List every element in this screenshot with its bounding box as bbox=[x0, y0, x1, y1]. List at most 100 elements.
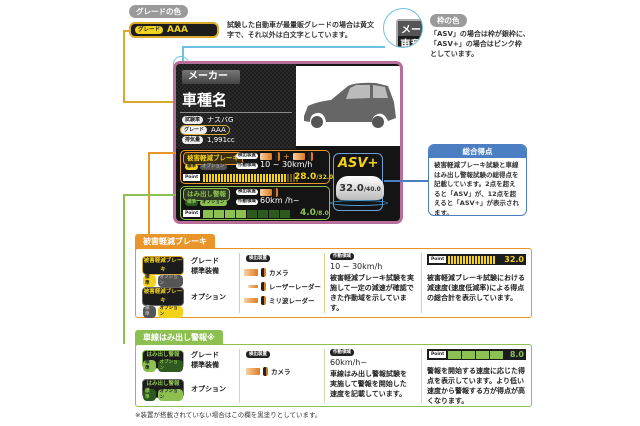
grade-label-badge: グレード bbox=[135, 26, 164, 34]
spec-row-grade: グレード AAA bbox=[180, 125, 230, 135]
plus-sign: + bbox=[283, 152, 290, 161]
score-tick bbox=[478, 255, 481, 264]
spec-label: 試験車 bbox=[182, 116, 204, 124]
lane-sample-option: はみ出し警報 標準オプション bbox=[142, 379, 184, 401]
spec-row-test-car: 試験車 ナスバG bbox=[182, 115, 233, 125]
brake-example-score: 32.0 bbox=[504, 255, 524, 264]
standard-badge: 標準 bbox=[143, 275, 156, 287]
brake-panel: 被害軽減ブレーキ 標準オプション グレード 標準装備 被害軽減ブレーキ 標準オプ… bbox=[135, 248, 532, 318]
score-tick bbox=[233, 173, 236, 182]
total-connector bbox=[384, 180, 428, 182]
spec-label: 排気量 bbox=[182, 136, 204, 144]
range-label: 作動領域 bbox=[330, 253, 354, 260]
brake-range: 10 ~ 30km/h bbox=[260, 160, 313, 169]
brake-summary bbox=[180, 150, 330, 184]
grade-connector bbox=[123, 30, 130, 32]
score-tick bbox=[466, 255, 469, 264]
device-name: ミリ波レーダー bbox=[269, 297, 315, 305]
sample-name: はみ出し警報 bbox=[146, 381, 180, 387]
score-tick bbox=[448, 255, 451, 264]
camera-icon bbox=[260, 153, 272, 160]
asv-logo: ASV+ bbox=[338, 156, 379, 171]
score-tick bbox=[462, 350, 476, 359]
lane-score-desc: 警報を開始する速度に応じた得点を表示しています。より低い速度から警報する方が得点… bbox=[427, 367, 525, 405]
score-tick bbox=[475, 255, 478, 264]
sample-name: 被害軽減ブレーキ bbox=[143, 258, 183, 273]
score-tick bbox=[254, 173, 257, 182]
total-score-value: 32.0 bbox=[339, 183, 364, 194]
score-tick bbox=[472, 255, 475, 264]
frame-color-desc-3: としています。 bbox=[430, 50, 479, 58]
sensor-head-icon bbox=[273, 188, 278, 197]
divider bbox=[239, 253, 240, 313]
option-desc: オプション bbox=[191, 293, 226, 301]
lane-range-desc: 車線はみ出し警報試験を実施して警報を開始した速度を記載しています。 bbox=[330, 370, 407, 398]
standard-desc-2: 標準装備 bbox=[191, 267, 219, 275]
standard-badge: 標準 bbox=[185, 164, 198, 170]
grade-sample-badge: グレード AAA bbox=[129, 22, 219, 38]
spec-row-displacement: 排気量 1,991cc bbox=[182, 136, 235, 144]
point-label: Point bbox=[429, 256, 447, 263]
divider bbox=[421, 253, 422, 313]
camera-icon bbox=[246, 367, 260, 375]
grade-sample-value: AAA bbox=[167, 25, 188, 35]
score-tick bbox=[227, 173, 230, 182]
score-tick bbox=[460, 255, 463, 264]
brake-panel-tab: 被害軽減ブレーキ bbox=[135, 234, 215, 250]
lane-connector-vertical bbox=[123, 194, 125, 344]
score-tick bbox=[278, 173, 281, 182]
lane-connector bbox=[123, 194, 176, 196]
lane-score-max: /8.0 bbox=[315, 210, 329, 217]
score-tick bbox=[476, 350, 490, 359]
score-tick bbox=[242, 173, 245, 182]
device-label: 検出装置 bbox=[236, 189, 258, 195]
device-label: 検出装置 bbox=[246, 351, 270, 358]
camera-icon bbox=[244, 268, 258, 276]
brake-score-ticks bbox=[203, 173, 299, 182]
score-tick bbox=[451, 255, 454, 264]
lane-equip-badges: 標準 オプション bbox=[185, 200, 227, 206]
score-tick bbox=[448, 350, 462, 359]
sensor-head-icon bbox=[263, 366, 268, 376]
lane-example-ticks bbox=[448, 350, 508, 359]
score-tick bbox=[463, 255, 466, 264]
score-tick bbox=[239, 173, 242, 182]
sensor-head-icon bbox=[261, 267, 266, 277]
score-tick bbox=[258, 209, 269, 218]
score-tick bbox=[469, 255, 472, 264]
range-label: 作動領域 bbox=[330, 349, 354, 356]
score-tick bbox=[457, 255, 460, 264]
score-tick bbox=[281, 173, 284, 182]
score-tick bbox=[214, 209, 225, 218]
device-laser-radar: レーザーレーダー bbox=[248, 281, 321, 291]
score-tick bbox=[245, 173, 248, 182]
score-tick bbox=[269, 173, 272, 182]
score-tick bbox=[487, 255, 490, 264]
score-tick bbox=[247, 209, 258, 218]
sample-name: はみ出し警報 bbox=[146, 352, 180, 358]
score-tick bbox=[215, 173, 218, 182]
brake-score-desc: 被害軽減ブレーキ試験における減速度(速度低減率)による得点の総合計を表示していま… bbox=[427, 274, 525, 302]
brake-score-value: 28.0 bbox=[294, 172, 317, 182]
range-label: 作動領域 bbox=[236, 163, 258, 169]
total-score-description: 被害軽減ブレーキ試験と車線はみ出し警報試験の総得点を記載しています。2点を超える… bbox=[434, 161, 519, 216]
lane-example-score: 8.0 bbox=[509, 350, 524, 359]
standard-badge: 標準 bbox=[143, 389, 156, 401]
score-tick bbox=[484, 255, 487, 264]
lane-panel: はみ出し警報 標準オプション グレード 標準装備 はみ出し警報 標準オプション … bbox=[135, 344, 532, 407]
asv-ring bbox=[330, 200, 388, 206]
score-tick bbox=[221, 173, 224, 182]
score-tick bbox=[230, 173, 233, 182]
divider bbox=[324, 253, 325, 313]
score-tick bbox=[481, 255, 484, 264]
camera-icon bbox=[260, 189, 272, 196]
lane-point-example: Point 8.0 bbox=[427, 349, 526, 360]
brake-connector-vertical bbox=[148, 152, 150, 252]
brake-point-example: Point 32.0 bbox=[427, 254, 526, 265]
brake-sample-option: 被害軽減ブレーキ 標準オプション bbox=[142, 287, 184, 318]
spec-value: 1,991cc bbox=[207, 136, 235, 144]
device-camera: カメラ bbox=[246, 366, 291, 376]
frame-zoom-circle: メー 車種 bbox=[383, 8, 423, 48]
brake-point-bar: Point bbox=[183, 173, 299, 182]
sensor-head-icon bbox=[261, 295, 266, 305]
